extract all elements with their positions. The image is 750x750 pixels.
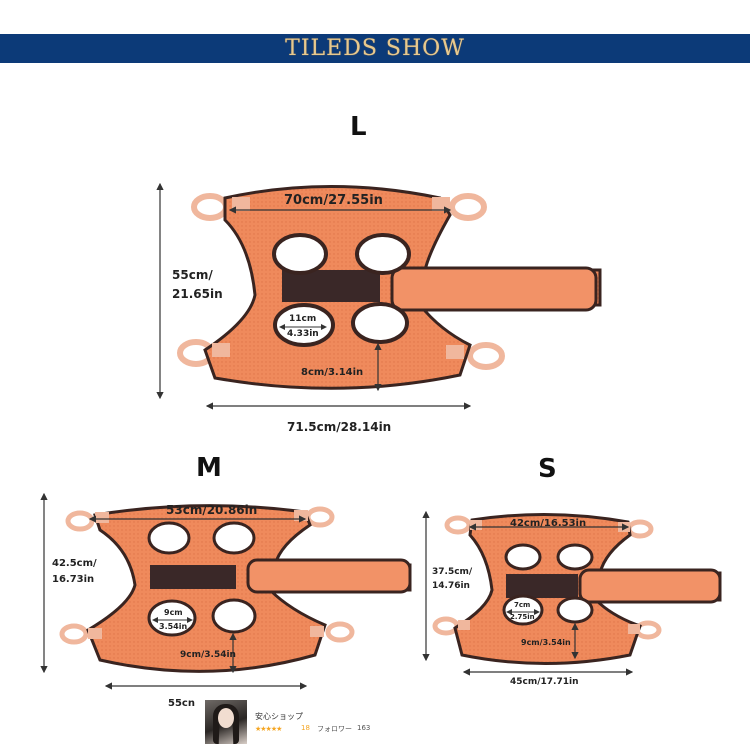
vest-large (156, 182, 602, 410)
star-rating-icon: ★★★★★ (255, 725, 282, 733)
small-width-bottom: 45cm/17.71in (510, 677, 579, 687)
small-height: 37.5cm/ 14.76in (432, 567, 473, 591)
vest-large-hole (272, 233, 328, 275)
vest-large-hole (273, 303, 335, 347)
large-height: 55cm/ 21.65in (172, 268, 223, 301)
rating-value: 18 (301, 724, 310, 732)
large-width-bottom: 71.5cm/28.14in (287, 420, 392, 434)
small-hole-bottom: 2.75in (510, 613, 535, 621)
vest-small-hole (556, 543, 594, 571)
large-hole-bottom: 4.33in (287, 329, 319, 339)
banner-title: TILEDS SHOW (285, 36, 465, 61)
vest-large-hole (355, 233, 411, 275)
vest-large-strap (390, 266, 598, 312)
followers-count: 163 (357, 724, 371, 732)
large-width-top: 70cm/27.55in (284, 193, 383, 208)
vest-medium-hole (147, 521, 191, 555)
size-label-large: L (350, 112, 367, 142)
large-hole-top: 11cm (289, 314, 317, 324)
size-label-medium: M (196, 453, 222, 483)
seller-card[interactable]: 安心ショップ ★★★★★ 18 フォロワー 163 (205, 700, 405, 746)
vest-medium-strap (246, 558, 412, 594)
vest-medium-hole (212, 521, 256, 555)
medium-height: 42.5cm/ 16.73in (52, 558, 97, 585)
followers-label: フォロワー (317, 725, 352, 733)
header-banner: TILEDS SHOW (0, 34, 750, 63)
medium-gap: 9cm/3.54in (180, 650, 236, 660)
vest-medium-velcro (150, 565, 236, 589)
vest-small-hole (504, 543, 542, 571)
shop-name[interactable]: 安心ショップ (255, 712, 303, 721)
small-width-top: 42cm/16.53in (510, 518, 587, 529)
avatar[interactable] (205, 700, 247, 744)
large-gap: 8cm/3.14in (301, 367, 364, 378)
vest-large-velcro (282, 270, 380, 302)
vest-small-strap (578, 568, 722, 604)
medium-hole-bottom: 3.54in (159, 622, 188, 631)
medium-hole-top: 9cm (164, 608, 183, 617)
size-label-small: S (538, 454, 557, 484)
vest-small (422, 510, 722, 676)
small-gap: 9cm/3.54in (521, 638, 571, 647)
avatar-face (218, 708, 234, 728)
vest-large-hole (351, 302, 409, 344)
small-hole-top: 7cm (514, 601, 531, 609)
vest-medium (40, 492, 412, 690)
vest-small-velcro (506, 574, 578, 598)
medium-width-top: 53cm/20.86in (166, 503, 258, 517)
vest-medium-hole (211, 598, 257, 634)
vest-small-hole (556, 596, 594, 624)
medium-width-bottom: 55cn (168, 698, 195, 709)
